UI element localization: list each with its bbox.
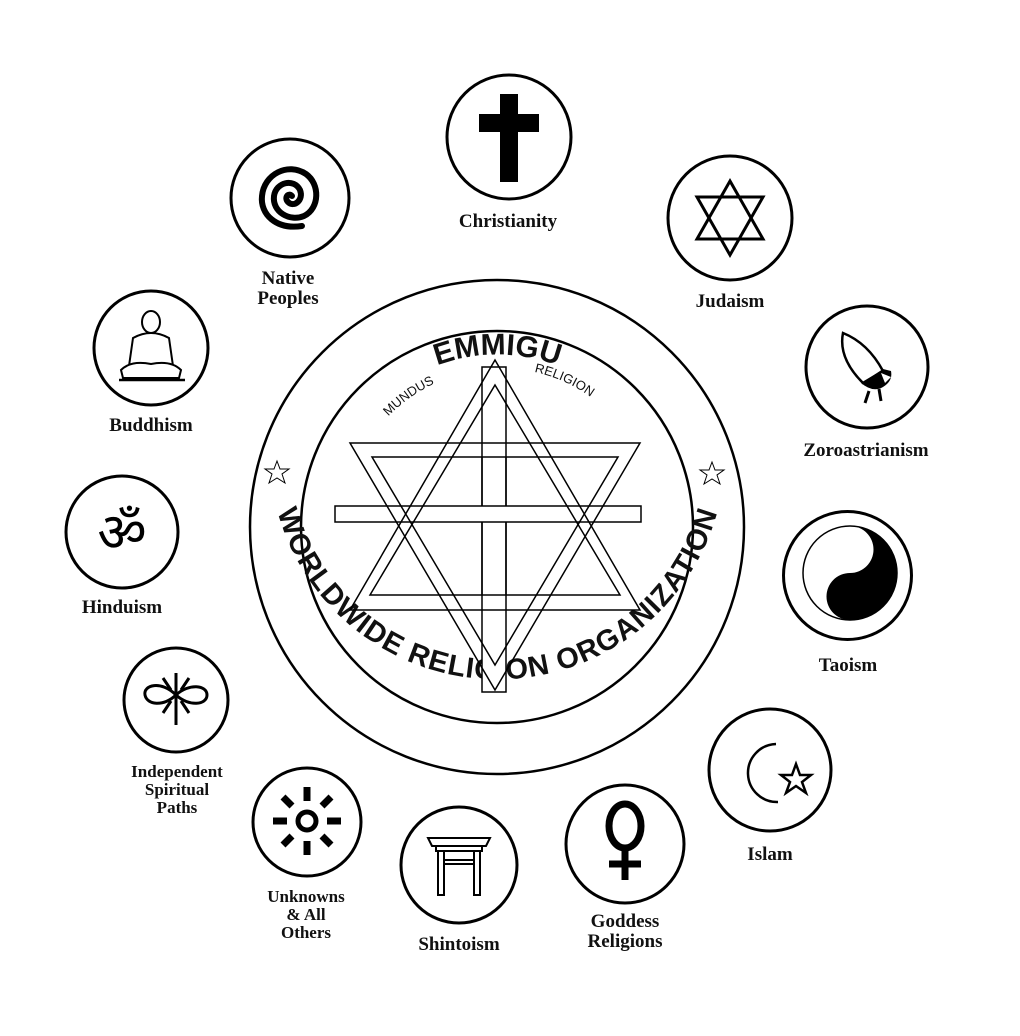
islam-symbol bbox=[707, 707, 833, 833]
hinduism-symbol: ॐ bbox=[64, 474, 180, 590]
star-of-david-icon bbox=[694, 177, 766, 259]
label-taoism: Taoism bbox=[818, 655, 878, 676]
native-peoples-symbol bbox=[229, 137, 351, 259]
label-judaism: Judaism bbox=[695, 291, 765, 312]
label-buddhism: Buddhism bbox=[109, 415, 193, 436]
label-islam: Islam bbox=[747, 844, 793, 865]
christianity-symbol bbox=[445, 73, 573, 201]
label-independent: Independent Spiritual Paths bbox=[131, 762, 223, 817]
spiral-icon bbox=[258, 166, 320, 230]
venus-icon bbox=[605, 800, 645, 880]
judaism-symbol bbox=[666, 154, 794, 282]
seal-star-right bbox=[698, 460, 726, 486]
seal-inner-left-text: MUNDUS bbox=[380, 373, 436, 419]
label-goddess: Goddess Religions bbox=[587, 911, 663, 952]
label-zoroastrianism: Zoroastrianism bbox=[803, 440, 929, 461]
label-christianity: Christianity bbox=[458, 211, 558, 232]
zoroastrian-priest-icon bbox=[840, 331, 892, 404]
om-icon: ॐ bbox=[97, 501, 146, 564]
taoism-symbol bbox=[782, 510, 913, 641]
sun-rays-icon bbox=[273, 787, 341, 855]
goddess-symbol bbox=[564, 783, 686, 905]
crescent-star-icon bbox=[746, 742, 815, 804]
svg-text:RELIGION: RELIGION bbox=[534, 360, 598, 399]
label-unknowns: Unknowns & All Others bbox=[267, 887, 345, 942]
infinity-burst-icon bbox=[143, 673, 209, 725]
label-native-peoples: Native Peoples bbox=[257, 268, 319, 309]
independent-symbol bbox=[122, 646, 230, 754]
torii-gate-icon bbox=[426, 837, 492, 896]
buddhism-symbol bbox=[92, 289, 210, 407]
zoroastrianism-symbol bbox=[804, 304, 930, 430]
shintoism-symbol bbox=[399, 805, 519, 925]
label-hinduism: Hinduism bbox=[81, 597, 163, 618]
seal-star-left bbox=[263, 459, 291, 485]
seal-inner-right-text: RELIGION bbox=[534, 360, 598, 399]
seated-buddha-icon bbox=[119, 310, 185, 382]
unknowns-symbol bbox=[251, 766, 363, 878]
svg-text:MUNDUS: MUNDUS bbox=[380, 373, 436, 419]
latin-cross-icon bbox=[479, 94, 539, 182]
yin-yang-icon bbox=[802, 525, 898, 621]
emmigu-seal: EMMIGU WORLDWIDE RELIGION ORGANIZATION M… bbox=[248, 278, 746, 776]
label-shintoism: Shintoism bbox=[418, 934, 500, 955]
